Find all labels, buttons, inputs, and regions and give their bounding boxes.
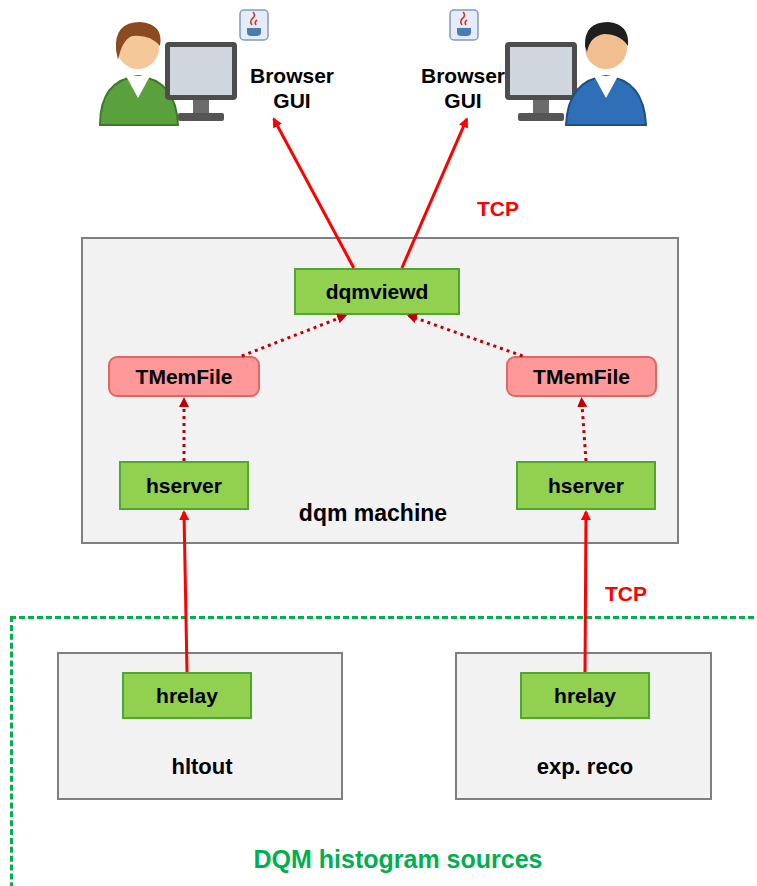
edge-label: TCP	[605, 581, 647, 606]
browser-gui: Browser GUI	[243, 60, 341, 116]
process-box: hserver	[516, 461, 656, 510]
node-label: TMemFile	[533, 364, 630, 389]
memory-file: TMemFile	[108, 356, 260, 397]
tcp-arrow	[585, 512, 586, 672]
region-label: dqm machine	[299, 500, 447, 528]
source-region: DQM histogram sourceshltouthrelayexp. re…	[10, 616, 757, 886]
region-label: DQM histogram sources	[254, 844, 543, 874]
node-label: hserver	[146, 473, 222, 498]
user-icon	[100, 22, 237, 125]
node-label: hrelay	[554, 683, 616, 708]
user-icon	[505, 22, 646, 125]
machine-box: dqm machine dqmviewdTMemFile TMemFile hserv…	[81, 237, 679, 544]
java-icon	[240, 10, 268, 40]
host-box: exp. reco hrelay	[455, 652, 712, 800]
node-label: Browser GUI	[250, 63, 334, 113]
node-label: Browser GUI	[421, 63, 505, 113]
node-label: hserver	[548, 473, 624, 498]
node-label: TMemFile	[136, 364, 233, 389]
node-label: dqmviewd	[326, 279, 429, 304]
memory-file: TMemFile	[506, 356, 657, 397]
process-box: dqmviewd	[294, 268, 460, 315]
edge-label: TCP	[477, 196, 519, 221]
browser-gui: Browser GUI	[414, 60, 512, 116]
region-label: exp. reco	[537, 754, 634, 780]
process-box: hrelay	[520, 672, 650, 719]
region-label: hltout	[171, 754, 232, 780]
host-box: hltout hrelay	[57, 652, 343, 800]
java-icon	[450, 10, 478, 40]
node-label: hrelay	[156, 683, 218, 708]
process-box: hserver	[119, 461, 249, 510]
process-box: hrelay	[122, 672, 252, 719]
